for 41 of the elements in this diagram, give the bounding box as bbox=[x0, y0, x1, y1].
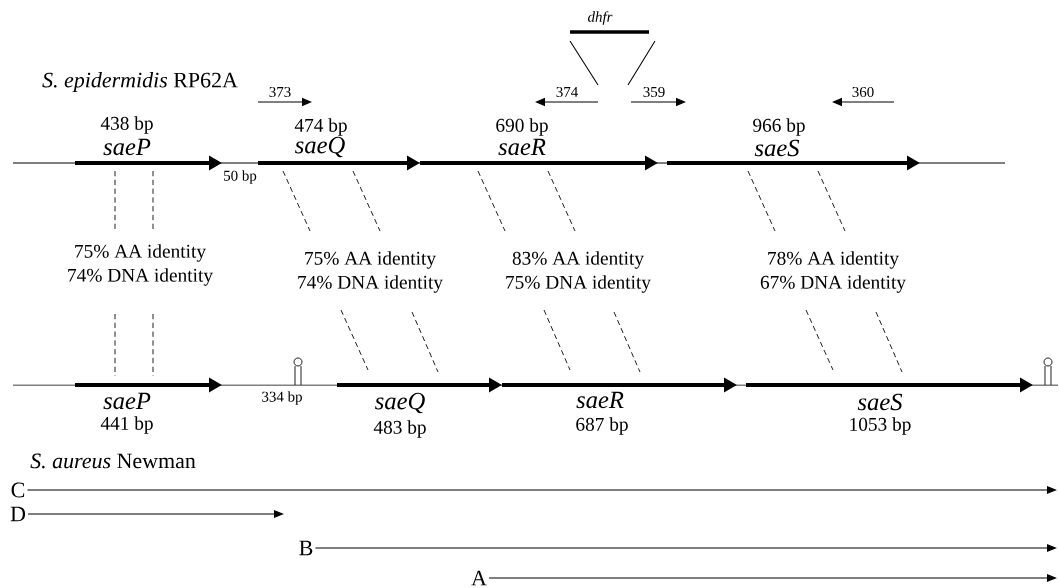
gene-name: saeQ bbox=[295, 136, 345, 158]
gene-name: saeP bbox=[103, 392, 151, 410]
cassette-label: dhfr bbox=[588, 11, 613, 25]
transcript-arrow bbox=[27, 510, 284, 518]
transcript-arrow bbox=[314, 544, 1057, 552]
gene-name: saeR bbox=[576, 391, 624, 409]
identity-label: 75% AA identity bbox=[305, 251, 436, 269]
identity-label: 83% AA identity bbox=[512, 251, 644, 269]
identity-label: 74% DNA identity bbox=[68, 268, 213, 286]
transcript-label: A bbox=[471, 570, 487, 586]
transcript-label: C bbox=[11, 482, 25, 498]
length-label: 690 bp bbox=[496, 118, 548, 136]
identity-label: 78% AA identity bbox=[768, 251, 899, 269]
identity-label: 67% DNA identity bbox=[760, 275, 906, 293]
transcript-label: B bbox=[299, 540, 313, 556]
length-label: 966 bp bbox=[753, 118, 805, 136]
gene-name: saeR bbox=[498, 138, 546, 156]
length-label: 1053 bp bbox=[850, 417, 911, 435]
length-label: 441 bp bbox=[100, 416, 153, 434]
transcript-label: D bbox=[10, 506, 26, 522]
length-label: 438 bp bbox=[100, 116, 153, 134]
species-label: S. epidermidis RP62A bbox=[42, 72, 238, 92]
transcript-arrow bbox=[488, 574, 1057, 582]
gene-name: saeS bbox=[857, 393, 903, 411]
identity-label: 75% AA identity bbox=[75, 244, 206, 262]
length-label: 483 bp bbox=[373, 420, 426, 438]
gene-name: saeS bbox=[754, 139, 800, 157]
spacer-length: 334 bp bbox=[262, 391, 302, 405]
primer-label: 373 bbox=[269, 87, 291, 97]
transcript-arrow bbox=[26, 486, 1057, 494]
gene-name: saeP bbox=[103, 138, 151, 156]
spacer-length: 50 bp bbox=[224, 170, 257, 184]
gene-name: saeQ bbox=[375, 392, 425, 414]
identity-label: 75% DNA identity bbox=[506, 275, 651, 293]
length-label: 474 bp bbox=[294, 118, 347, 136]
primer-label: 359 bbox=[643, 87, 665, 97]
primer-label: 360 bbox=[852, 86, 874, 98]
primer-label: 374 bbox=[556, 87, 578, 97]
identity-label: 74% DNA identity bbox=[298, 275, 443, 293]
species-label: S. aureus Newman bbox=[30, 453, 196, 469]
length-label: 687 bp bbox=[576, 417, 628, 435]
